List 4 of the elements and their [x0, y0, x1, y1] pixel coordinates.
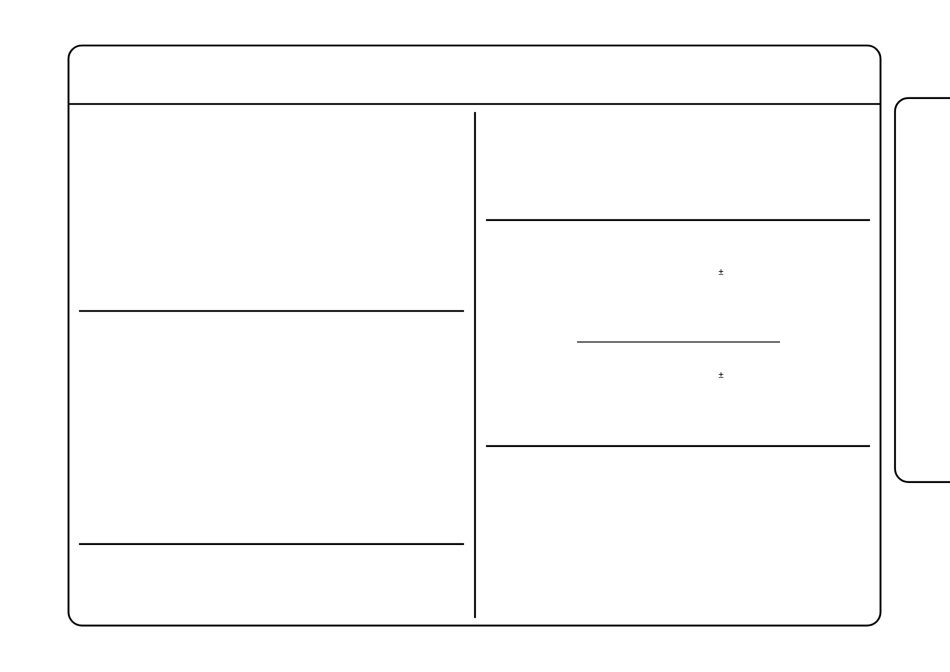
plus-minus-sign: ±: [718, 269, 724, 275]
card-frame: [68, 44, 882, 626]
plus-minus-sign: ±: [718, 372, 724, 378]
side-panel: [894, 97, 950, 483]
